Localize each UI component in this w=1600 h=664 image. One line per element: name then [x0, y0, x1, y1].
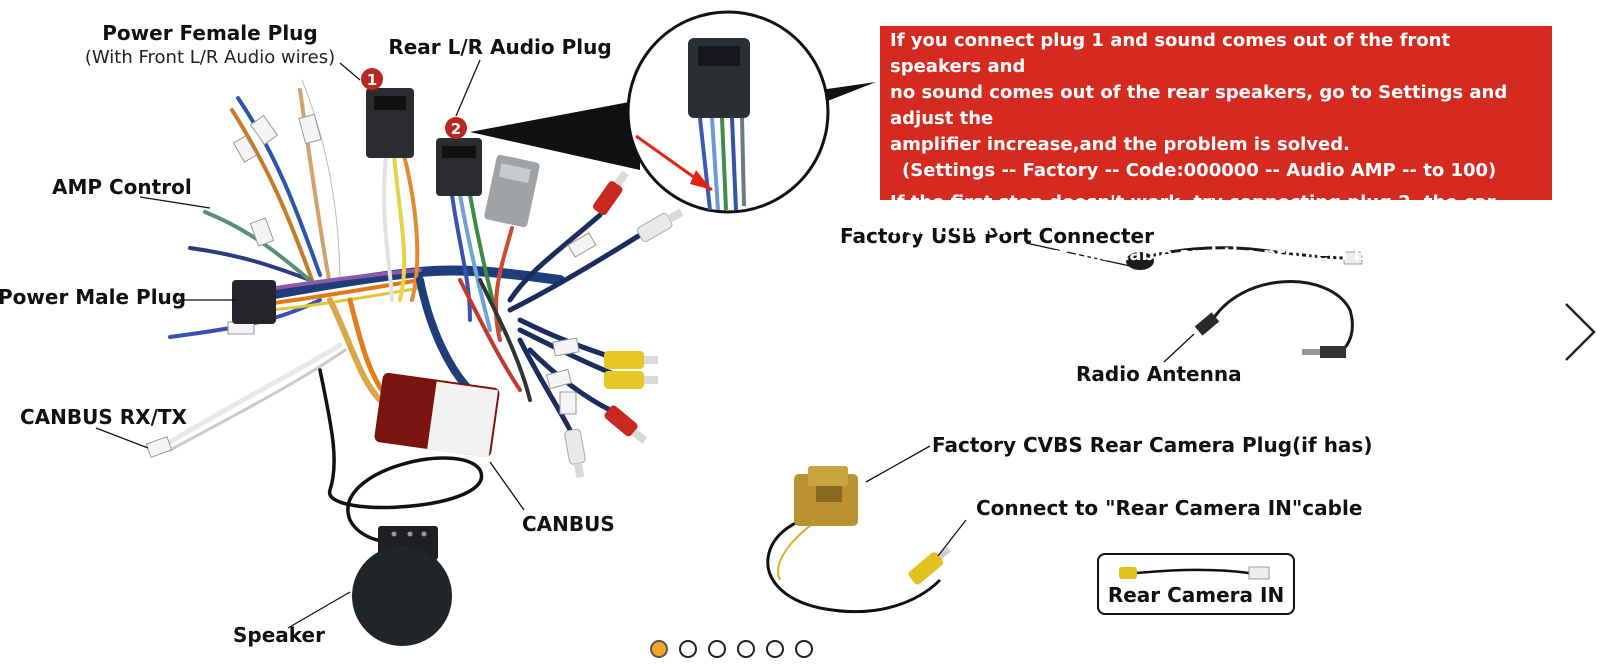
carousel-dot[interactable] [708, 640, 726, 658]
label-rear-lr-audio-plug: Rear L/R Audio Plug [388, 35, 611, 59]
label-power-female-plug: Power Female Plug [102, 21, 317, 45]
badge-1: 1 [361, 68, 383, 90]
label-power-female-sub: (With Front L/R Audio wires) [85, 47, 335, 68]
label-factory-cvbs: Factory CVBS Rear Camera Plug(if has) [932, 433, 1372, 457]
power-female-plug-connector [366, 88, 414, 158]
carousel-pagination [650, 640, 813, 658]
carousel-dot[interactable] [650, 640, 668, 658]
canbus-box [374, 372, 500, 458]
zoom-detail-circle [470, 10, 876, 214]
label-radio-antenna: Radio Antenna [1076, 362, 1242, 386]
chevron-right-icon [1565, 303, 1596, 361]
carousel-dot[interactable] [766, 640, 784, 658]
label-speaker: Speaker [233, 623, 325, 647]
svg-text:1: 1 [367, 71, 377, 89]
rca-plugs [564, 170, 684, 478]
rear-audio-plug-connector [436, 138, 482, 196]
rear-camera-in-label: Rear Camera IN [1107, 583, 1285, 607]
speaker-device [352, 526, 452, 646]
notice-line: If you connect plug 1 and sound comes ou… [890, 30, 1451, 77]
radio-antenna-cable [1194, 280, 1354, 358]
label-canbus-rxtx: CANBUS RX/TX [20, 405, 188, 429]
notice-box: If you connect plug 1 and sound comes ou… [880, 26, 1552, 265]
notice-settings-path: (Settings -- Factory -- Code:000000 -- A… [902, 160, 1497, 181]
label-connect-rear-camera: Connect to "Rear Camera IN"cable [976, 496, 1362, 520]
power-male-plug-connector [232, 280, 276, 324]
leader-lines [95, 59, 1195, 629]
label-amp-control: AMP Control [52, 175, 192, 199]
svg-text:2: 2 [451, 120, 461, 138]
carousel-dot[interactable] [795, 640, 813, 658]
rear-camera-cable-icon [1119, 566, 1270, 580]
label-factory-usb: Factory USB Port Connecter [840, 224, 1154, 248]
label-canbus: CANBUS [522, 512, 615, 536]
badge-2: 2 [445, 117, 467, 139]
notice-line: a sound, then cut this cable and the pro… [890, 244, 1450, 265]
cvbs-camera-plug [766, 466, 951, 613]
label-power-male-plug: Power Male Plug [0, 285, 186, 309]
diagram-labels: Power Female Plug (With Front L/R Audio … [0, 21, 1372, 647]
grey-plug-connector [484, 154, 540, 228]
carousel-dot[interactable] [679, 640, 697, 658]
notice-line: amplifier increase,and the problem is so… [890, 134, 1350, 155]
rear-camera-in-box: Rear Camera IN [1097, 553, 1295, 615]
usb-cable [1126, 246, 1363, 270]
wire-tags [145, 113, 597, 458]
notice-line: If the first step doesn't work, try conn… [890, 192, 1496, 239]
next-slide-button[interactable] [1560, 300, 1600, 364]
notice-line: no sound comes out of the rear speakers,… [890, 82, 1508, 129]
carousel-dot[interactable] [737, 640, 755, 658]
